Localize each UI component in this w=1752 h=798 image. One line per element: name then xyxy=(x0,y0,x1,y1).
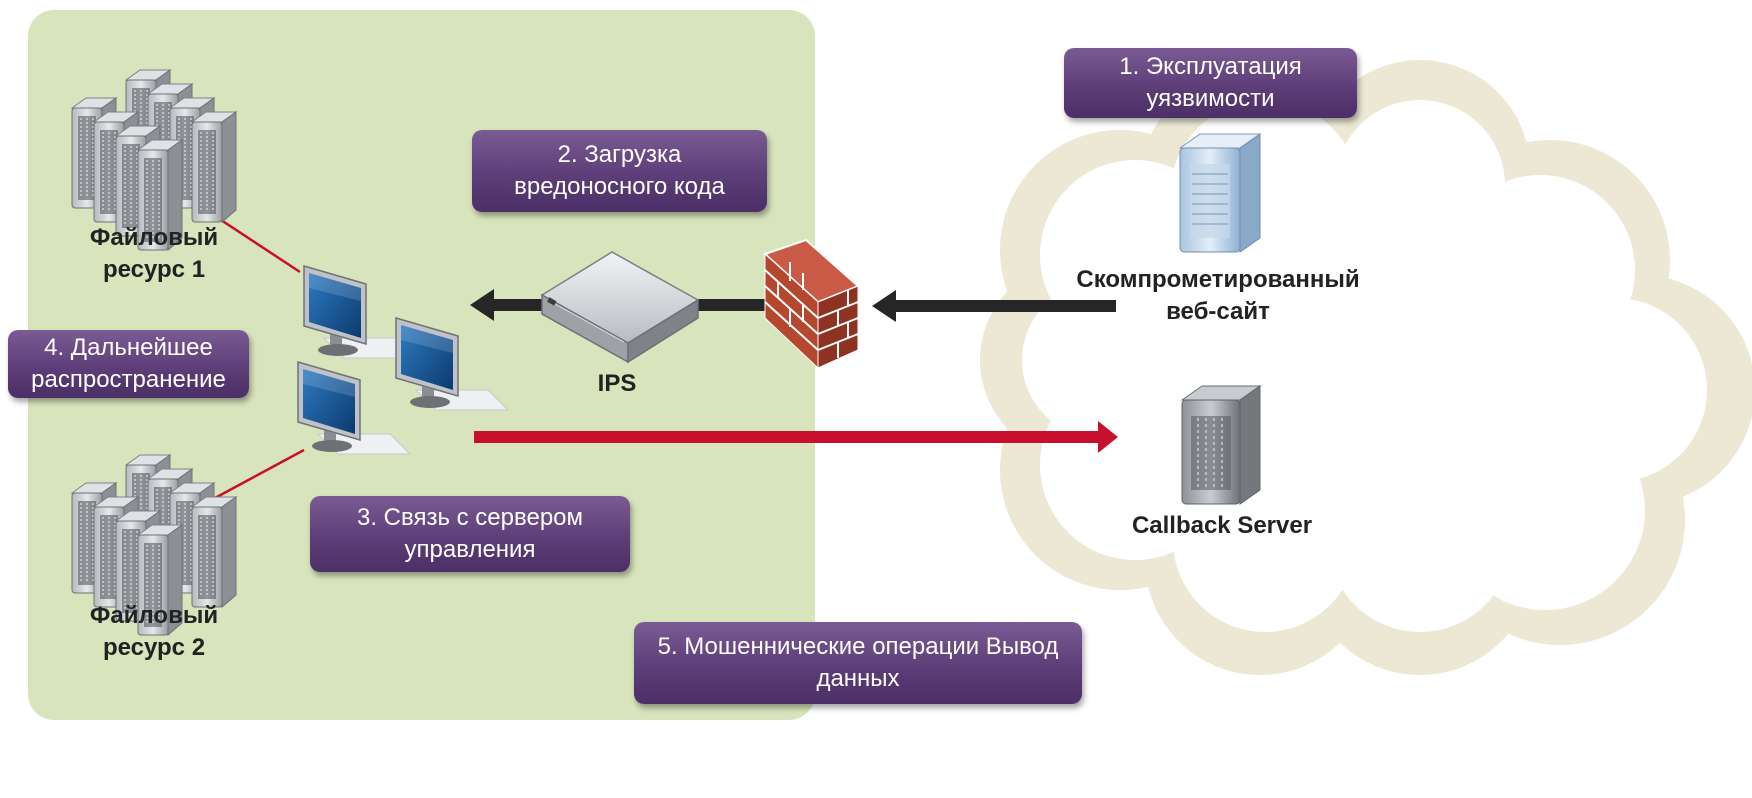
file-resource-2-label-line2: ресурс 2 xyxy=(102,634,206,661)
step-2-text: 2. Загрузка вредоносного кода xyxy=(514,141,725,200)
file-resource-2-label-line1: Файловый xyxy=(89,602,219,629)
callback-server-icon xyxy=(1180,385,1262,505)
step-5-text: 5. Мошеннические операции Вывод данных xyxy=(657,633,1059,692)
step-5-box: 5. Мошеннические операции Вывод данных xyxy=(634,622,1082,704)
step-4-box: 4. Дальнейшее распространение xyxy=(8,330,249,398)
download-arrow xyxy=(470,289,548,321)
step-3-box: 3. Связь с сервером управления xyxy=(310,496,630,572)
inbound-arrow xyxy=(872,290,1116,322)
file-resource-1-label-line2: ресурс 1 xyxy=(102,256,206,283)
callback-arrow xyxy=(474,421,1118,453)
firewall-icon xyxy=(763,238,860,370)
step-1-box: 1. Эксплуатация уязвимости xyxy=(1064,48,1357,118)
lateral-link-2 xyxy=(214,448,305,500)
step-4-text: 4. Дальнейшее распространение xyxy=(31,334,226,393)
ips-label: IPS xyxy=(597,370,637,397)
step-2-box: 2. Загрузка вредоносного кода xyxy=(472,130,767,212)
file-resource-1-label: Файловый ресурс 1 xyxy=(74,222,234,286)
compromised-website-label-line2: веб-сайт xyxy=(1166,298,1270,325)
file-resource-2-label: Файловый ресурс 2 xyxy=(74,600,234,664)
callback-server-label: Callback Server xyxy=(1131,512,1313,539)
step-1-text: 1. Эксплуатация уязвимости xyxy=(1119,53,1302,112)
download-arrow-link xyxy=(690,299,770,311)
web-server-icon xyxy=(1178,133,1262,253)
compromised-website-label-line1: Скомпрометированный xyxy=(1076,266,1360,293)
file-resource-1-label-line1: Файловый xyxy=(89,224,219,251)
ips-appliance-icon xyxy=(540,251,700,364)
compromised-website-label: Скомпрометированный веб-сайт xyxy=(1060,264,1376,328)
step-3-text: 3. Связь с сервером управления xyxy=(356,504,584,563)
